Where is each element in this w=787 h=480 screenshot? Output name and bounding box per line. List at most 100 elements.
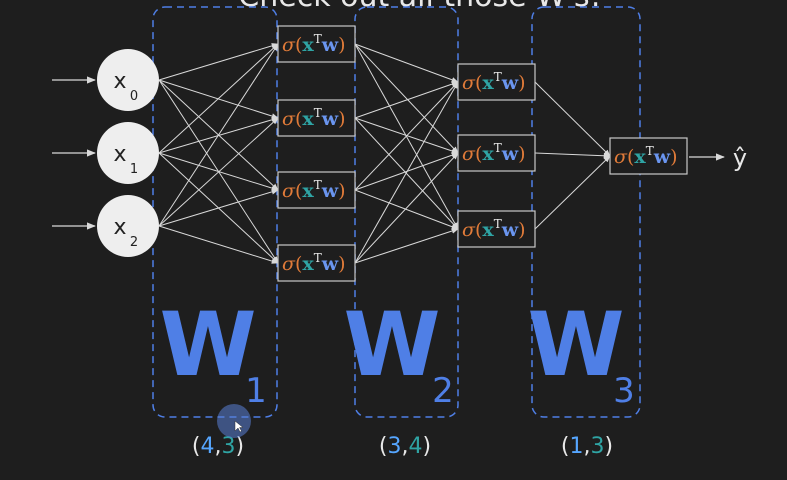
neuron-l2-2-frame <box>457 210 536 248</box>
input-node-0-label: x <box>113 69 126 94</box>
weight-region-3 <box>531 6 641 418</box>
neuron-boxes: σ(xTw)σ(xTw)σ(xTw)σ(xTw)σ(xTw)σ(xTw)σ(xT… <box>277 25 688 282</box>
neuron-l1-0: σ(xTw) <box>277 25 356 63</box>
neuron-l1-0-w: w <box>321 34 339 56</box>
neuron-l2-2-w: w <box>501 219 519 241</box>
neuron-l2-0-open: ( <box>475 72 482 94</box>
weight-shape-1-rows: 4 <box>201 434 215 459</box>
connection-h22-out0 <box>534 155 611 230</box>
weight-label-3: W 3 <box>527 293 634 411</box>
output-label: ŷ <box>733 144 747 172</box>
neuron-l2-1-w: w <box>501 143 519 165</box>
weight-shape-1-cols: 3 <box>222 434 236 459</box>
weight-shape-1: (4,3) <box>192 434 244 459</box>
neuron-l1-0-open: ( <box>295 34 302 56</box>
neuron-l2-0-sigma: σ <box>462 72 476 94</box>
neuron-l2-1-sup: T <box>494 141 502 155</box>
weight-subscript-1: 1 <box>245 371 267 411</box>
connection-x0-h10 <box>158 43 279 81</box>
neuron-l2-0-x: x <box>482 72 494 94</box>
neuron-l1-3-sigma: σ <box>282 253 296 275</box>
connection-h13-h20 <box>354 81 459 264</box>
neuron-l1-1: σ(xTw) <box>277 99 356 137</box>
neuron-out-0-close: ) <box>670 146 677 168</box>
neuron-l2-2-x: x <box>482 219 494 241</box>
connection-h10-h21 <box>354 43 459 154</box>
connection-x2-h11 <box>158 117 279 227</box>
neuron-l1-1-sup: T <box>314 106 322 120</box>
neuron-l2-1-label: σ(xTw) <box>462 141 526 165</box>
neuron-l2-0-sup: T <box>494 70 502 84</box>
weight-shape-2-rows: 3 <box>388 434 402 459</box>
neuron-l1-2: σ(xTw) <box>277 171 356 209</box>
neuron-out-0-x: x <box>634 146 646 168</box>
weight-shape-2: (3,4) <box>379 434 431 459</box>
neuron-l1-2-w: w <box>321 180 339 202</box>
connection-x2-h12 <box>158 189 279 227</box>
input-node-1: x 1 <box>97 122 159 184</box>
neuron-l1-3-x: x <box>302 253 314 275</box>
connection-h10-h20 <box>354 43 459 83</box>
neuron-out-0-frame <box>609 137 688 175</box>
neuron-l1-2-sigma: σ <box>282 180 296 202</box>
neuron-l1-0-close: ) <box>338 34 345 56</box>
connection-x1-h10 <box>158 43 279 154</box>
neuron-l1-1-frame <box>277 99 356 137</box>
connections <box>158 43 611 264</box>
neuron-out-0: σ(xTw) <box>609 137 688 175</box>
neuron-l1-3: σ(xTw) <box>277 244 356 282</box>
connection-h20-out0 <box>534 81 611 157</box>
weight-shape-3-cols: 3 <box>591 434 605 459</box>
neuron-l2-2: σ(xTw) <box>457 210 536 248</box>
neuron-l1-0-sigma: σ <box>282 34 296 56</box>
input-node-2-sub: 2 <box>130 235 138 250</box>
cursor-pointer-icon <box>234 420 244 433</box>
neuron-out-0-sup: T <box>646 144 654 158</box>
neuron-l2-1-x: x <box>482 143 494 165</box>
input-node-1-label: x <box>113 142 126 167</box>
neuron-l2-2-open: ( <box>475 219 482 241</box>
neuron-out-0-label: σ(xTw) <box>614 144 678 168</box>
weight-shape-3-rows: 1 <box>570 434 584 459</box>
neuron-l2-1: σ(xTw) <box>457 134 536 172</box>
neuron-l1-3-close: ) <box>338 253 345 275</box>
neuron-l1-2-label: σ(xTw) <box>282 178 346 202</box>
neuron-l1-3-frame <box>277 244 356 282</box>
neuron-l1-0-frame <box>277 25 356 63</box>
neuron-l1-0-label: σ(xTw) <box>282 32 346 56</box>
weight-letter-1: W <box>159 293 256 396</box>
weight-shape-3: (1,3) <box>561 434 613 459</box>
neuron-l1-2-open: ( <box>295 180 302 202</box>
neuron-l2-0-label: σ(xTw) <box>462 70 526 94</box>
neuron-l1-2-x: x <box>302 180 314 202</box>
connection-h11-h20 <box>354 81 459 119</box>
neuron-out-0-open: ( <box>627 146 634 168</box>
neuron-l1-2-close: ) <box>338 180 345 202</box>
neuron-l2-0-close: ) <box>518 72 525 94</box>
weight-subscript-3: 3 <box>613 371 635 411</box>
weight-subscript-2: 2 <box>432 371 454 411</box>
neuron-l1-2-sup: T <box>314 178 322 192</box>
input-node-1-sub: 1 <box>130 162 138 177</box>
neuron-l2-2-close: ) <box>518 219 525 241</box>
connection-x2-h13 <box>158 225 279 264</box>
connection-h12-h20 <box>354 81 459 191</box>
weight-label-1: W 1 <box>159 293 266 411</box>
neuron-l2-0-frame <box>457 63 536 101</box>
input-node-2-label: x <box>113 215 126 240</box>
neuron-l1-1-sigma: σ <box>282 108 296 130</box>
neuron-l1-1-label: σ(xTw) <box>282 106 346 130</box>
neuron-l2-1-sigma: σ <box>462 143 476 165</box>
weight-letter-2: W <box>343 293 440 396</box>
input-node-2: x 2 <box>97 195 159 257</box>
neuron-l2-0-w: w <box>501 72 519 94</box>
connection-h12-h22 <box>354 189 459 230</box>
weight-letter-3: W <box>527 293 624 396</box>
input-node-0-sub: 0 <box>130 89 138 104</box>
neuron-l2-0: σ(xTw) <box>457 63 536 101</box>
neuron-l1-3-open: ( <box>295 253 302 275</box>
neuron-l1-1-w: w <box>321 108 339 130</box>
neuron-l2-2-sup: T <box>494 217 502 231</box>
weight-region-1 <box>152 6 278 418</box>
